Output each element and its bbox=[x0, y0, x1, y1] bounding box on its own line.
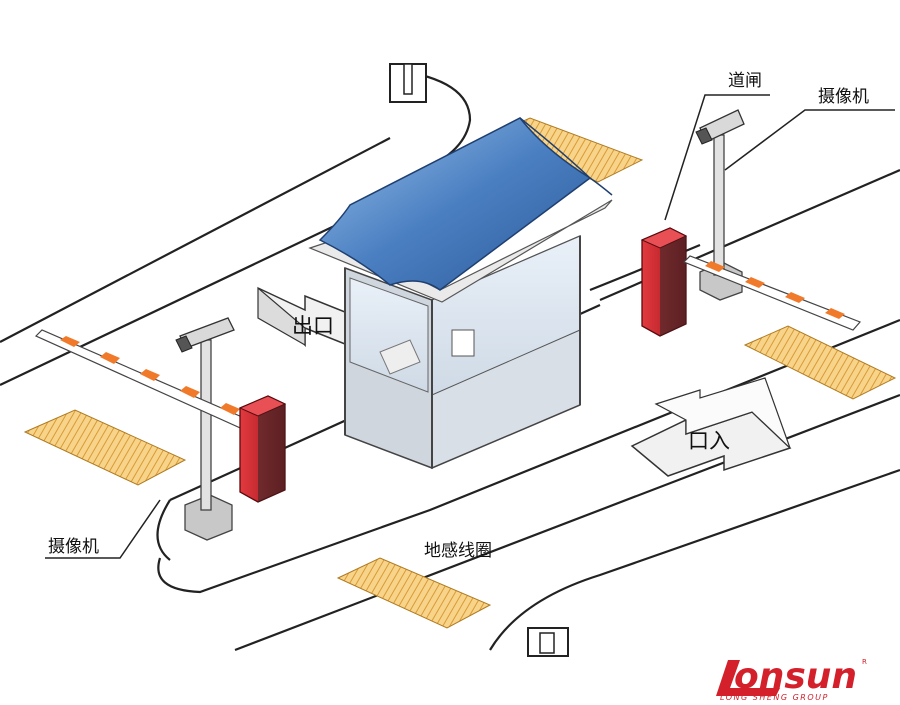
booth-monitor bbox=[451, 329, 475, 357]
entry-arrow-label: 口入 bbox=[688, 429, 730, 453]
bollard-bottom bbox=[527, 627, 569, 657]
label-ground-loop: 地感线圈 bbox=[424, 541, 492, 561]
brand-logo: onsun R LONG SHENG GROUP bbox=[716, 656, 867, 702]
logo-registered: R bbox=[862, 658, 867, 666]
label-camera-bottom: 摄像机 bbox=[48, 537, 99, 557]
barrier-gate-right bbox=[640, 227, 688, 337]
bollard-top bbox=[389, 63, 427, 103]
barrier-boom-right bbox=[682, 255, 862, 331]
ground-loop-pad-bottom bbox=[336, 557, 492, 629]
label-barrier-gate: 道闸 bbox=[728, 71, 762, 91]
callout-lines bbox=[45, 94, 895, 559]
label-camera-top: 摄像机 bbox=[818, 87, 869, 107]
camera-left bbox=[175, 317, 235, 541]
exit-arrow-label: 出口 bbox=[292, 314, 334, 338]
ground-loop-pad-right bbox=[743, 325, 897, 400]
barrier-gate-left bbox=[238, 395, 287, 503]
logo-mark-icon bbox=[716, 660, 780, 696]
entry-arrow: 口入 bbox=[630, 377, 792, 477]
logo-name: onsun bbox=[734, 656, 857, 697]
exit-arrow: 出口 bbox=[257, 286, 361, 352]
logo-tagline: LONG SHENG GROUP bbox=[720, 693, 829, 702]
guard-booth bbox=[308, 117, 613, 470]
ground-loop-pad-left bbox=[23, 409, 187, 486]
